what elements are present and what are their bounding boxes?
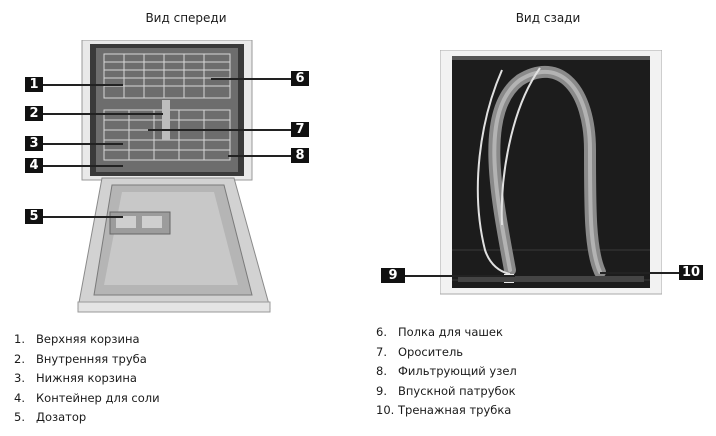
back-view-caption: Вид сзади bbox=[515, 11, 581, 25]
legend-item: 6.Полка для чашек bbox=[376, 325, 503, 339]
callout-2: 2 bbox=[25, 106, 43, 121]
callout-4: 4 bbox=[25, 158, 43, 173]
legend-item: 7.Ороситель bbox=[376, 344, 464, 359]
leader-10 bbox=[600, 272, 679, 274]
callout-3: 3 bbox=[25, 136, 43, 151]
callout-9: 9 bbox=[381, 268, 405, 283]
legend-item: 10.Тренажная трубка bbox=[376, 403, 512, 417]
leader-4 bbox=[43, 165, 123, 167]
leader-9 bbox=[405, 275, 515, 277]
legend-item: 2.Внутренняя труба bbox=[14, 351, 147, 366]
back-view-image bbox=[440, 50, 662, 295]
legend-right: 6.Полка для чашек 7.Ороситель 8.Фильтрую… bbox=[376, 323, 517, 421]
leader-2 bbox=[43, 113, 163, 115]
legend-left: 1.Верхняя корзина 2.Внутренняя труба 3.Н… bbox=[14, 330, 160, 428]
front-view-image bbox=[77, 40, 271, 313]
legend-item: 1.Верхняя корзина bbox=[14, 332, 140, 346]
callout-7: 7 bbox=[291, 122, 309, 137]
callout-8: 8 bbox=[291, 148, 309, 163]
leader-3 bbox=[43, 143, 123, 145]
leader-8 bbox=[228, 155, 291, 157]
callout-5: 5 bbox=[25, 209, 43, 224]
legend-item: 8.Фильтрующий узел bbox=[376, 364, 517, 378]
legend-item: 9.Впускной патрубок bbox=[376, 383, 516, 398]
legend-item: 3.Нижняя корзина bbox=[14, 371, 137, 385]
leader-5 bbox=[43, 216, 123, 218]
leader-7 bbox=[148, 129, 291, 131]
callout-10: 10 bbox=[679, 265, 703, 280]
legend-item: 4.Контейнер для соли bbox=[14, 390, 160, 405]
front-view-caption: Вид спереди bbox=[145, 11, 227, 25]
callout-6: 6 bbox=[291, 71, 309, 86]
callout-1: 1 bbox=[25, 77, 43, 92]
legend-item: 5.Дозатор bbox=[14, 410, 87, 424]
leader-6 bbox=[211, 78, 291, 80]
leader-1 bbox=[43, 84, 123, 86]
